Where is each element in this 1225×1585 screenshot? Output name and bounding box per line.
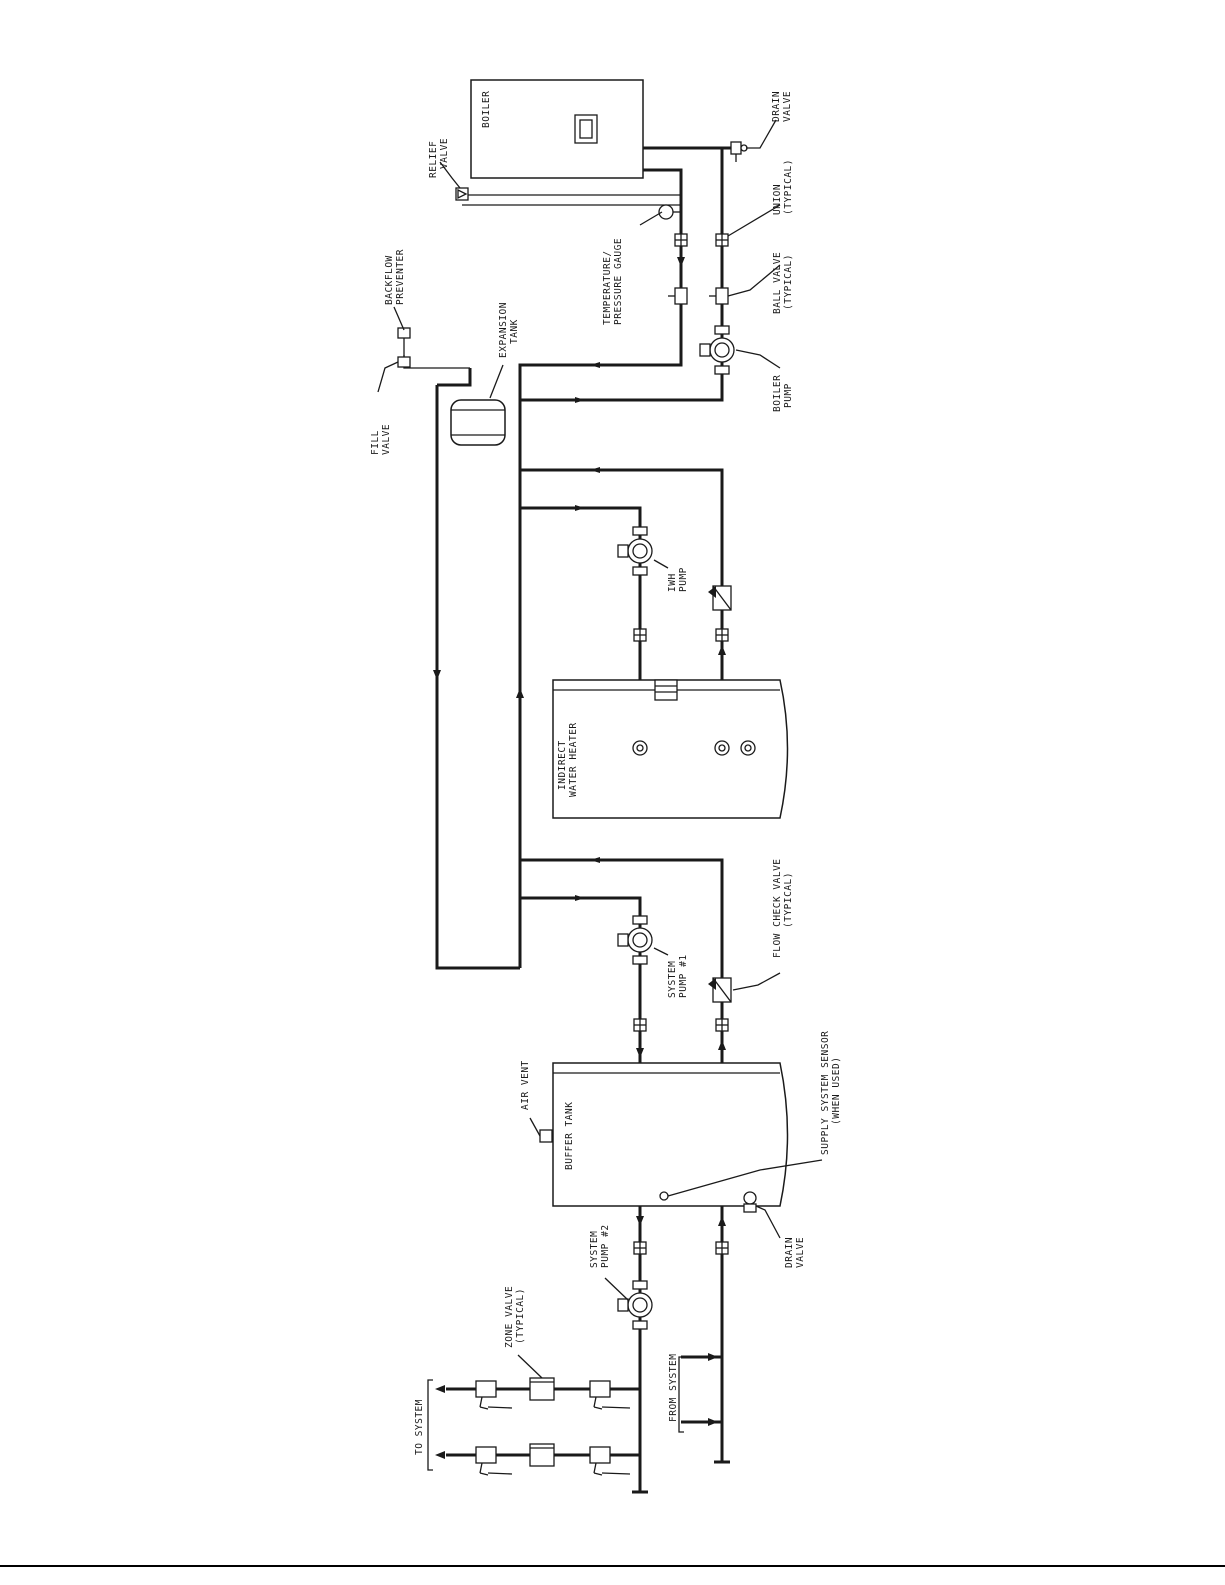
piping: [403, 146, 736, 1494]
ball-valve-label-1: BALL VALVE: [772, 252, 783, 314]
svg-text:BACKFLOW PREVENTER: BACKFLOW PREVENTER: [384, 249, 406, 305]
from-system-label: FROM SYSTEM: [668, 1354, 679, 1422]
drain-valve-top-label-2: VALVE: [782, 91, 793, 122]
buffer-tank-label: BUFFER TANK: [564, 1102, 575, 1170]
svg-text:SUPPLY SYSTEM SENSOR (WH: SUPPLY SYSTEM SENSOR (WHEN USED): [820, 1024, 842, 1155]
svg-text:IWH PUMP: IWH PUMP: [667, 567, 689, 592]
svg-text:FLOW CHECK VALVE (TYPICA: FLOW CHECK VALVE (TYPICAL): [772, 852, 794, 958]
air-vent: [539, 1129, 553, 1143]
svg-text:EXPANSION TANK: EXPANSION TANK: [498, 296, 520, 358]
temp-gauge-label-2: PRESSURE GAUGE: [613, 238, 624, 325]
zone-valve-label-2: (TYPICAL): [515, 1288, 526, 1344]
boiler-pump-label-2: PUMP: [783, 383, 794, 408]
temp-gauge-label-1: TEMPERATURE/: [602, 250, 613, 325]
buffer-tank: [552, 1062, 789, 1213]
temperature-pressure-gauge: [658, 204, 681, 220]
expansion-tank: [450, 399, 506, 446]
relief-valve: [455, 187, 469, 201]
ball-valves: [668, 287, 729, 305]
boiler: BOILER: [470, 79, 644, 179]
system-pump-2-label-1: SYSTEM: [589, 1231, 600, 1268]
sensor-label-1: SUPPLY SYSTEM SENSOR: [820, 1031, 831, 1155]
leader-lines: [377, 119, 823, 1379]
boiler-pump: [699, 325, 735, 375]
svg-text:ZONE VALVE (TYPICAL): ZONE VALVE (TYPICAL): [504, 1280, 526, 1348]
union-label-2: (TYPICAL): [783, 159, 794, 215]
svg-text:SYSTEM PUMP #2: SYSTEM PUMP #2: [589, 1224, 611, 1268]
to-system-label: TO SYSTEM: [414, 1399, 425, 1455]
flow-check-label-1: FLOW CHECK VALVE: [772, 858, 783, 958]
system-pump-2-label-2: PUMP #2: [600, 1224, 611, 1268]
backflow-preventer: [397, 327, 411, 368]
relief-valve-label-2: VALVE: [439, 138, 450, 169]
zone-valve-label-1: ZONE VALVE: [504, 1286, 515, 1348]
ball-valve-label-2: (TYPICAL): [783, 254, 794, 310]
system-brackets: [427, 1356, 684, 1471]
iwh-pump-label-2: PUMP: [678, 567, 689, 592]
svg-text:SYSTEM PUMP #1: SYSTEM PUMP #1: [667, 954, 689, 998]
fill-valve-label-2: VALVE: [381, 424, 392, 455]
svg-text:DRAIN VALVE: DRAIN VALVE: [784, 1231, 806, 1268]
svg-text:DRAIN VALVE: DRAIN VALVE: [771, 85, 793, 122]
flow-check-label-2: (TYPICAL): [783, 872, 794, 928]
backflow-label-2: PREVENTER: [395, 249, 406, 305]
system-pump-2: [617, 1280, 653, 1330]
air-vent-label: AIR VENT: [520, 1060, 531, 1110]
drain-valve-top: [730, 141, 748, 162]
fill-valve-label-1: FILL: [370, 430, 381, 455]
system-pump-1-label-1: SYSTEM: [667, 961, 678, 998]
svg-text:TEMPERATURE/ PRESSURE GA: TEMPERATURE/ PRESSURE GAUGE: [602, 238, 624, 325]
iwh-pump-label-1: IWH: [667, 573, 678, 592]
drain-valve-bottom-label-1: DRAIN: [784, 1237, 795, 1268]
backflow-label-1: BACKFLOW: [384, 255, 395, 305]
svg-text:BALL VALVE (TYPICAL): BALL VALVE (TYPICAL): [772, 246, 794, 314]
boiler-label: BOILER: [481, 91, 492, 128]
system-pump-1: [617, 915, 653, 965]
iwh-pump: [617, 526, 653, 576]
svg-text:RELIEF VALVE: RELIEF VALVE: [428, 134, 450, 178]
drain-valve-bottom-label-2: VALVE: [795, 1237, 806, 1268]
svg-text:BOILER PUMP: BOILER PUMP: [772, 368, 794, 412]
expansion-tank-label-1: EXPANSION: [498, 302, 509, 358]
svg-text:FILL VALVE: FILL VALVE: [370, 424, 392, 455]
sensor-label-2: (WHEN USED): [831, 1057, 842, 1125]
labels: RELIEF VALVE DRAIN VALVE UNION (TYPICAL)…: [370, 85, 842, 1455]
relief-valve-label-1: RELIEF: [428, 141, 439, 178]
boiler-pump-label-1: BOILER: [772, 375, 783, 412]
svg-text:INDIRECT WATER HEATER: INDIRECT WATER HEATER: [557, 722, 579, 797]
union-label-1: UNION: [772, 184, 783, 215]
indirect-water-heater: [552, 679, 789, 819]
system-pump-1-label-2: PUMP #1: [678, 954, 689, 998]
iwh-label-2: WATER HEATER: [568, 722, 579, 797]
iwh-label-1: INDIRECT: [557, 740, 568, 790]
drain-valve-top-label-1: DRAIN: [771, 91, 782, 122]
zone-valves: [475, 1377, 631, 1476]
expansion-tank-label-2: TANK: [509, 319, 520, 344]
svg-text:UNION (TYPICAL): UNION (TYPICAL): [772, 159, 794, 215]
